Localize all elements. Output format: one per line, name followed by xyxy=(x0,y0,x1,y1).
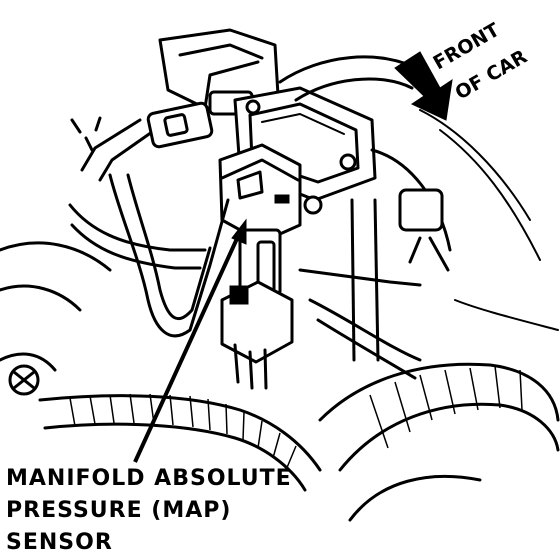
callout-label-line1: MANIFOLD ABSOLUTE xyxy=(6,466,292,491)
callout-pointer xyxy=(133,218,247,463)
left-engine-block xyxy=(0,241,112,396)
electrical-connector xyxy=(220,228,294,390)
lower-right-duct xyxy=(318,362,560,522)
vacuum-hose xyxy=(70,101,214,182)
left-pipe-loop xyxy=(68,173,230,338)
front-of-car-arrow-icon xyxy=(394,51,453,121)
wiring-harness xyxy=(38,393,322,492)
firewall-contours xyxy=(419,109,559,331)
callout-label-line2: PRESSURE (MAP) xyxy=(6,498,232,523)
map-sensor-body xyxy=(218,143,323,244)
callout-label-line3: SENSOR xyxy=(6,530,113,555)
